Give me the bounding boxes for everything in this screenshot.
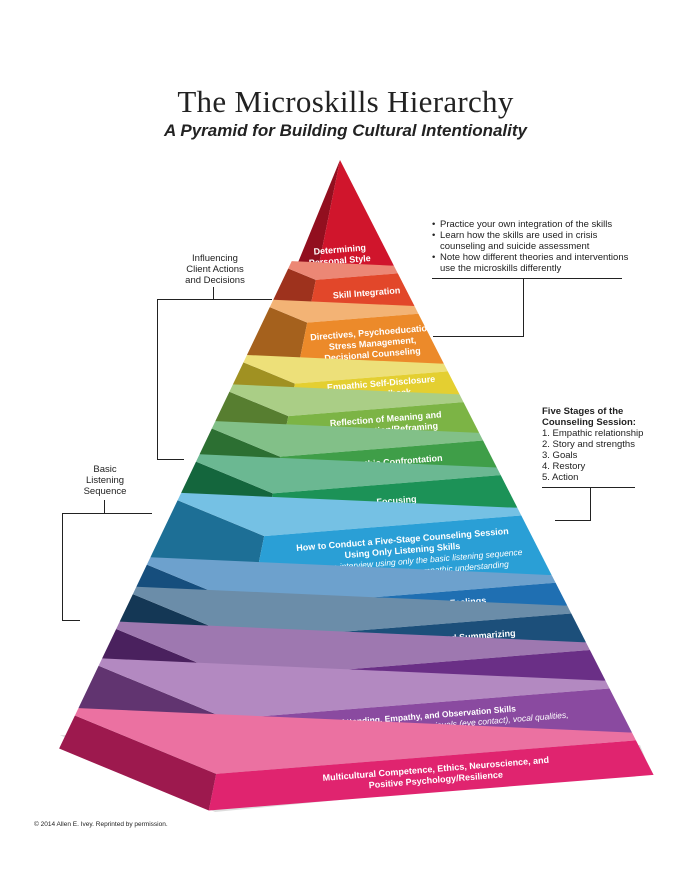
layer-top-face	[269, 299, 419, 323]
layer-label: Determining	[313, 242, 366, 256]
stage-item: 5. Action	[542, 472, 579, 483]
layer-top-face	[229, 384, 464, 417]
basic-listening-label: Basic Listening Sequence	[70, 464, 140, 497]
pyramid-layer-12	[208, 740, 654, 811]
layer-top-face	[196, 454, 501, 494]
influencing-label-line: and Decisions	[185, 275, 245, 286]
basic-label-line: Sequence	[83, 486, 127, 497]
five-stages-heading: Counseling Session:	[542, 417, 636, 428]
five-stages-heading: Five Stages of the	[542, 406, 624, 417]
bracket-line	[213, 287, 214, 299]
integration-notes: Practice your own integration of the ski…	[432, 219, 632, 274]
stage-item: 4. Restory	[542, 461, 586, 472]
pyramid-layer-0	[317, 160, 394, 272]
influencing-label-line: Client Actions	[186, 264, 244, 275]
layer-side-face	[297, 160, 340, 272]
note-item: Practice your own integration of the ski…	[432, 219, 632, 230]
layer-top-face	[74, 708, 636, 774]
note-item: Learn how the skills are used in crisis …	[432, 230, 632, 252]
layer-side-face	[59, 715, 217, 811]
stage-item: 1. Empathic relationship	[542, 428, 644, 439]
stage-item: 3. Goals	[542, 450, 578, 461]
layer-top-face	[211, 421, 484, 457]
bracket-line	[590, 487, 591, 520]
basic-label-line: Listening	[85, 475, 125, 486]
page-subtitle: A Pyramid for Building Cultural Intentio…	[164, 121, 527, 140]
five-stages: Five Stages of the Counseling Session: 1…	[542, 406, 682, 483]
stage-item: 2. Story and strengths	[542, 439, 635, 450]
page-title: The Microskills Hierarchy	[177, 84, 514, 119]
note-item: Note how different theories and interven…	[432, 252, 632, 274]
bracket-line	[157, 299, 158, 459]
bracket-line	[62, 513, 63, 621]
layer-top-face	[132, 586, 572, 640]
layer-top-face	[243, 354, 448, 384]
bracket-line	[542, 487, 635, 488]
bracket-line	[157, 459, 184, 460]
bracket-line	[104, 500, 105, 513]
layer-top-face	[288, 261, 398, 280]
bracket-line	[62, 620, 80, 621]
copyright: © 2014 Allen E. Ivey. Reprinted by permi…	[34, 821, 168, 828]
influencing-label: Influencing Client Actions and Decisions	[170, 253, 260, 286]
bracket-line	[555, 520, 591, 521]
bracket-line	[433, 336, 524, 337]
bracket-line	[62, 513, 152, 514]
layer-top-face	[98, 658, 610, 720]
bracket-line	[157, 299, 272, 300]
basic-label-line: Basic	[93, 464, 117, 475]
bracket-line	[432, 278, 622, 279]
layer-top-face	[116, 621, 590, 679]
layer-top-face	[177, 492, 522, 537]
bracket-line	[523, 278, 524, 336]
influencing-label-line: Influencing	[192, 253, 238, 264]
